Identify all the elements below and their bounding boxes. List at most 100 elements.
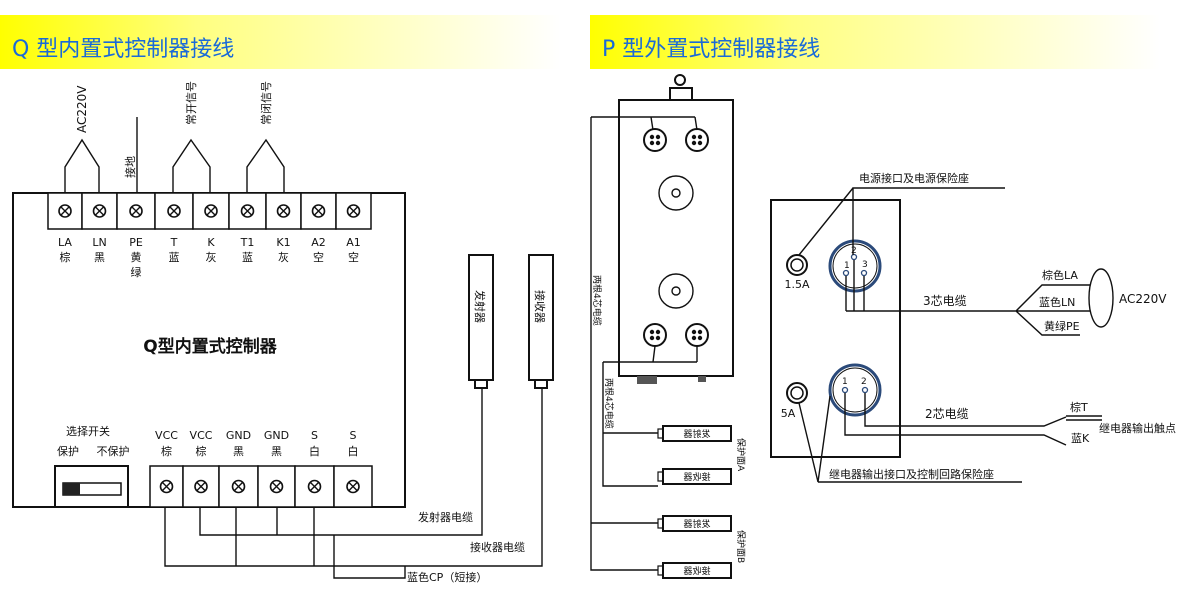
- three-core-cable: [845, 260, 1090, 336]
- mount-base: [669, 87, 693, 101]
- emitter-cable-wire: [199, 388, 483, 536]
- pin-dot: [655, 335, 661, 341]
- wire-t-label: 棕T: [1070, 400, 1088, 414]
- screw-cross: [206, 206, 216, 216]
- four-pin-connector: [643, 323, 667, 347]
- pin-dot: [697, 134, 703, 140]
- pin-dot: [697, 329, 703, 335]
- power-pin-3: [860, 269, 868, 277]
- two-core-cable: [844, 393, 1102, 446]
- screw-icon: [58, 204, 72, 218]
- cable-b-wire: [590, 116, 698, 571]
- sensor-label: 接收器: [683, 565, 710, 577]
- screw-icon: [204, 204, 218, 218]
- screw-icon: [346, 479, 360, 494]
- controller-box: [12, 192, 406, 508]
- screw-cross: [348, 482, 358, 491]
- switch-knob[interactable]: [63, 483, 80, 495]
- short-link-label: 蓝色CP（短接）: [407, 570, 487, 584]
- pin-dot: [697, 335, 703, 341]
- pin-dot: [649, 134, 655, 140]
- p-controller-box: [618, 99, 734, 377]
- pin-dot: [649, 329, 655, 335]
- wire-pe-label: 黄绿PE: [1044, 319, 1080, 333]
- relay-contact-label: 继电器输出触点: [1099, 421, 1176, 435]
- screw-cross: [349, 206, 358, 216]
- fuse-5a-icon: [786, 382, 808, 404]
- terminal-color-char: 灰: [278, 250, 289, 264]
- receiver-cap: [534, 379, 548, 389]
- sensor-label: 接收器: [683, 471, 710, 483]
- terminal-code: VCC: [155, 429, 178, 442]
- screw-icon: [231, 479, 246, 494]
- terminal-code: GND: [264, 429, 289, 442]
- power-pin-3-label: 3: [862, 260, 868, 270]
- supply-label: AC220V: [1119, 292, 1167, 306]
- bottom-stub: [698, 376, 706, 382]
- terminal-color: 棕: [196, 444, 207, 458]
- guard-b-label: 保护面B: [735, 530, 747, 563]
- four-pin-connector: [685, 128, 709, 152]
- cable-b-label: 两根4芯电缆: [591, 275, 603, 326]
- terminal-code: K: [207, 236, 215, 249]
- screw-cross: [272, 482, 281, 491]
- power-port-label: 电源接口及电源保险座: [859, 171, 969, 185]
- sensor-box: [662, 468, 732, 485]
- screw-icon: [269, 479, 284, 494]
- receiver-cable-label: 接收器电缆: [470, 540, 525, 554]
- controller-title: Q型内置式控制器: [143, 336, 277, 357]
- pin-dot: [655, 329, 661, 335]
- screw-cross: [162, 482, 171, 491]
- right-header-title: P 型外置式控制器接线: [602, 37, 821, 62]
- terminal-color-char: 空: [313, 250, 324, 264]
- screw-cross: [131, 206, 141, 216]
- terminal-code: LA: [58, 236, 72, 249]
- right-header: P 型外置式控制器接线: [590, 15, 1160, 69]
- cable-a-label: 两根4芯电缆: [603, 378, 615, 429]
- cable3-label: 3芯电缆: [923, 294, 967, 308]
- ground-label: 接地: [124, 156, 137, 178]
- terminal-code: PE: [129, 236, 143, 249]
- pin-dot: [697, 140, 703, 146]
- fuse-5a-inner: [790, 386, 804, 400]
- receiver-label: 接收器: [533, 290, 547, 323]
- fuse-1-5a-inner: [790, 258, 804, 272]
- power-pin-1-label: 1: [844, 261, 850, 271]
- normally-open-wire: [172, 138, 211, 193]
- terminal-code: K1: [276, 236, 290, 249]
- screw-icon: [311, 204, 326, 218]
- emitter-cap: [474, 379, 488, 389]
- screw-cross: [234, 482, 243, 491]
- normally-open-label: 常开信号: [185, 81, 198, 125]
- terminal-color-char: 黑: [94, 251, 105, 264]
- four-pin-connector: [685, 323, 709, 347]
- terminal-code: GND: [226, 429, 251, 442]
- relay-pin-2: [861, 386, 869, 394]
- terminal-code: LN: [92, 236, 106, 249]
- power-connector: [828, 239, 882, 293]
- supply-bundle: [1088, 268, 1114, 328]
- gland-bottom-core: [671, 286, 681, 296]
- gland-top: [658, 175, 694, 211]
- screw-cross: [196, 482, 206, 491]
- terminal-color-char: 黄: [131, 250, 142, 264]
- wire-k-label: 蓝K: [1071, 432, 1090, 445]
- terminal-code: T: [170, 236, 178, 249]
- screw-cross: [314, 206, 323, 216]
- screw-icon: [307, 479, 322, 494]
- terminal-drops: [235, 507, 315, 566]
- wire-ln-label: 蓝色LN: [1039, 295, 1075, 309]
- terminal-code: S: [311, 429, 318, 442]
- screw-cross: [243, 206, 252, 216]
- normally-closed-label: 常闭信号: [260, 81, 273, 125]
- relay-pin-1: [841, 386, 849, 394]
- terminal-color-char: 绿: [131, 265, 142, 279]
- fuse-1-5a-label: 1.5A: [784, 278, 809, 291]
- pin-dot: [691, 329, 697, 335]
- relay-port-label: 继电器输出接口及控制回路保险座: [829, 467, 994, 481]
- terminal-code: S: [350, 429, 357, 442]
- screw-icon: [346, 204, 361, 218]
- screw-cross: [60, 206, 70, 216]
